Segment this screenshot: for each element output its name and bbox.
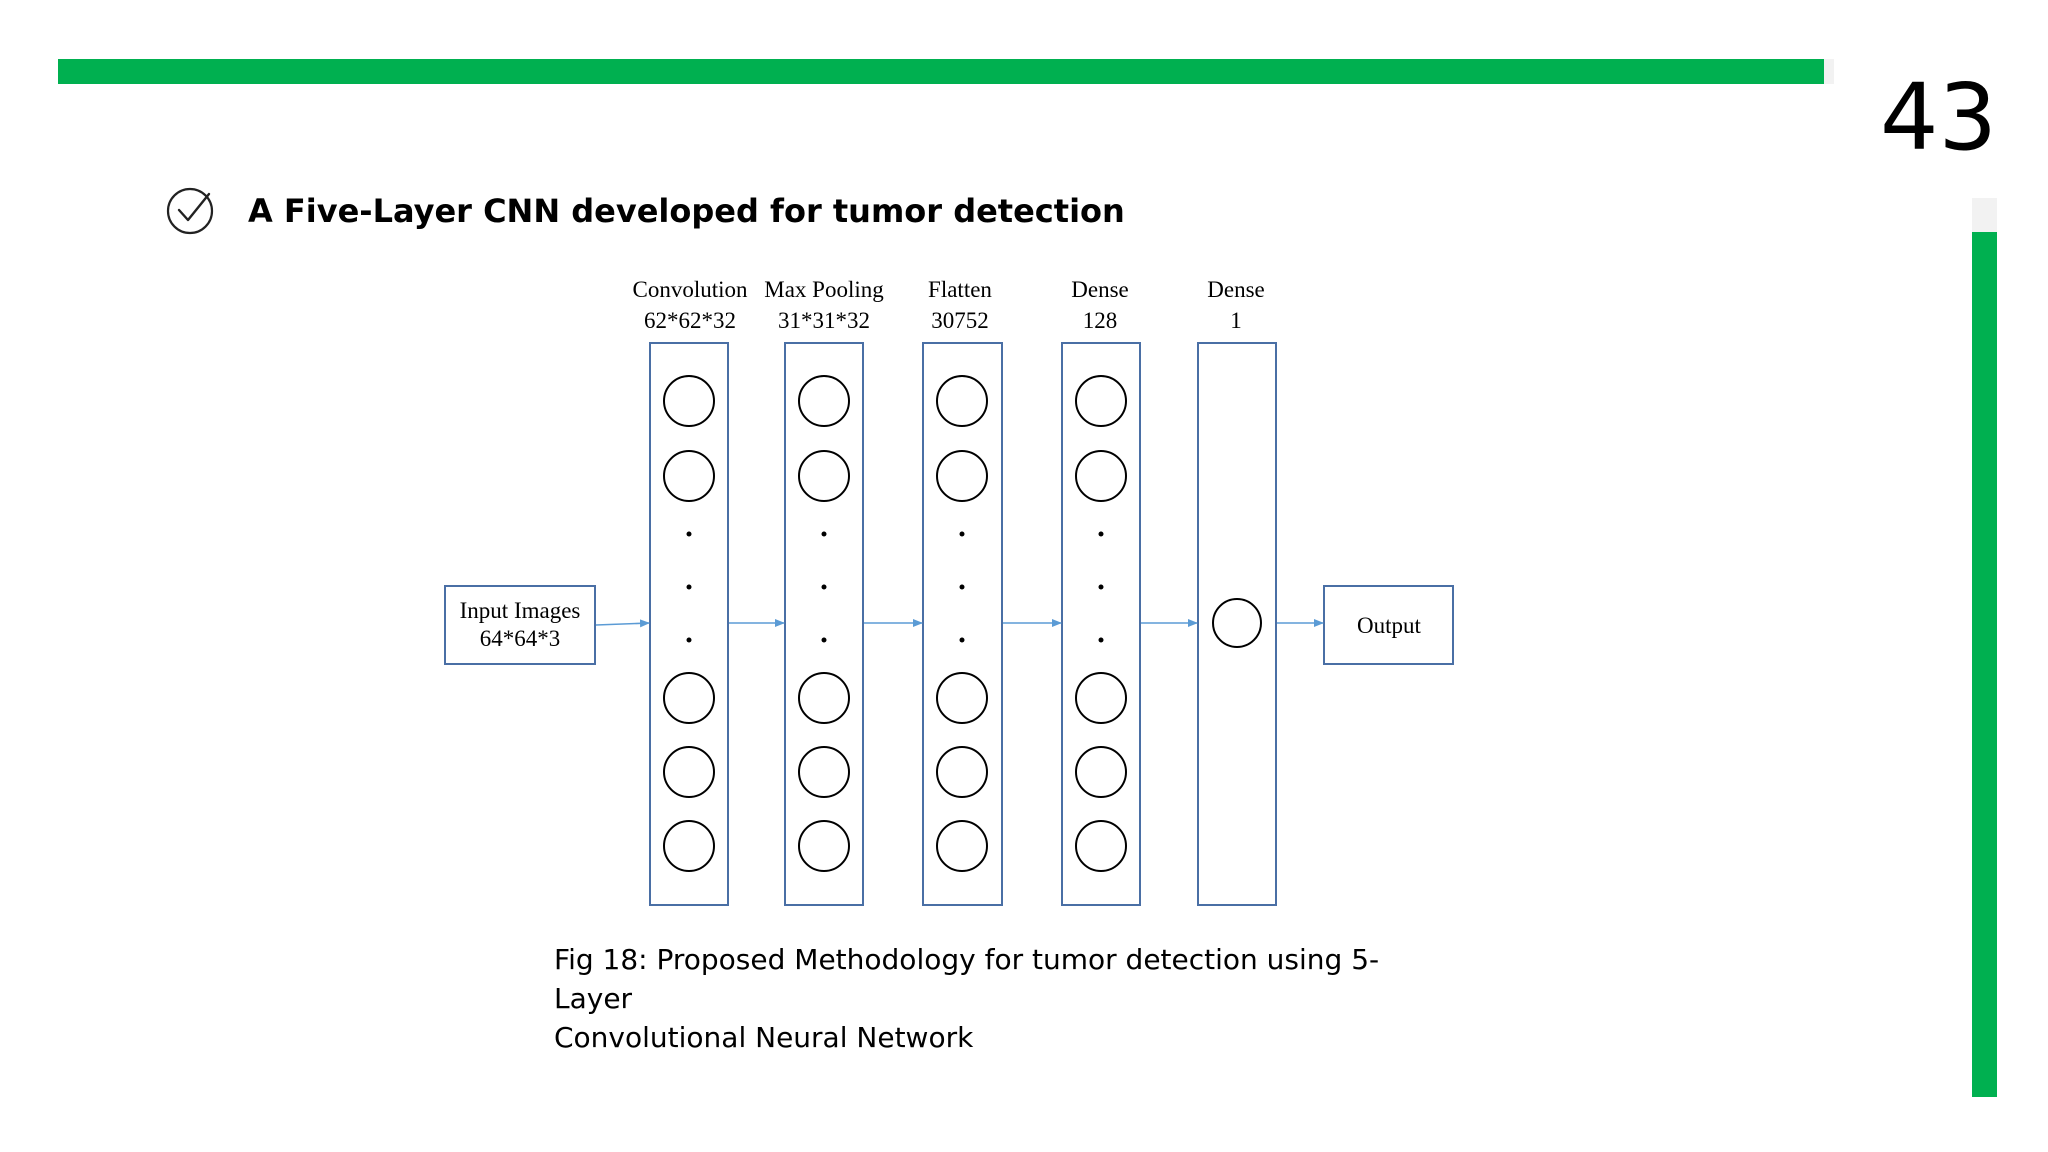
side-accent-bar	[1972, 232, 1997, 1097]
layer-4-size: 128	[1083, 308, 1118, 333]
ellipsis-dot	[686, 637, 692, 643]
arrow-input-to-conv	[595, 619, 650, 628]
page-number: 43	[1880, 64, 1998, 171]
output-label: Output	[1357, 613, 1422, 638]
ellipsis-dot	[821, 637, 827, 643]
node	[663, 820, 715, 872]
ellipsis-dot	[959, 531, 965, 537]
caption-line-2: Convolutional Neural Network	[554, 1021, 974, 1054]
input-label: Input Images	[460, 598, 581, 623]
layer-4-name: Dense	[1071, 277, 1128, 302]
layer-2-name: Max Pooling	[764, 277, 884, 302]
layer-3-name: Flatten	[928, 277, 992, 302]
layer-3-size: 30752	[931, 308, 989, 333]
node	[1075, 820, 1127, 872]
ellipsis-dot	[821, 531, 827, 537]
ellipsis-dot	[686, 531, 692, 537]
node	[936, 450, 988, 502]
node	[936, 746, 988, 798]
layer-1-name: Convolution	[632, 277, 748, 302]
node	[798, 820, 850, 872]
node	[936, 375, 988, 427]
node	[663, 746, 715, 798]
heading-row: A Five-Layer CNN developed for tumor det…	[165, 186, 1125, 236]
node	[663, 672, 715, 724]
ellipsis-dot	[959, 584, 965, 590]
layer-5-size: 1	[1230, 308, 1242, 333]
layer-2-size: 31*31*32	[778, 308, 870, 333]
node	[798, 450, 850, 502]
layer-4-nodes	[1075, 375, 1127, 872]
top-accent-bar-cap	[1824, 59, 1834, 84]
output-box	[1323, 585, 1454, 665]
ellipsis-dot	[1098, 637, 1104, 643]
ellipsis-dot	[821, 584, 827, 590]
node	[1075, 375, 1127, 427]
slide-heading: A Five-Layer CNN developed for tumor det…	[248, 192, 1125, 230]
layer-3-nodes	[936, 375, 988, 872]
layer-2-nodes	[798, 375, 850, 872]
layer-5-column	[1197, 342, 1277, 906]
node	[798, 672, 850, 724]
node	[1075, 450, 1127, 502]
layer-1-nodes	[663, 375, 715, 872]
input-size: 64*64*3	[480, 626, 561, 651]
layer-1-column	[649, 342, 729, 906]
ellipsis-dot	[959, 637, 965, 643]
top-accent-bar	[58, 59, 1824, 84]
node	[1075, 746, 1127, 798]
node	[936, 820, 988, 872]
node	[1075, 672, 1127, 724]
caption-line-1: Fig 18: Proposed Methodology for tumor d…	[554, 943, 1380, 1015]
input-box	[444, 585, 596, 665]
node	[663, 450, 715, 502]
layer-3-column	[922, 342, 1003, 906]
figure-caption: Fig 18: Proposed Methodology for tumor d…	[554, 940, 1454, 1057]
ellipsis-dot	[1098, 584, 1104, 590]
side-accent-bar-cap	[1972, 198, 1997, 232]
node	[663, 375, 715, 427]
ellipsis-dot	[686, 584, 692, 590]
ellipsis-dot	[1098, 531, 1104, 537]
node	[798, 746, 850, 798]
layer-4-column	[1061, 342, 1141, 906]
check-circle-icon	[166, 187, 214, 235]
node	[936, 672, 988, 724]
layer-2-column	[784, 342, 864, 906]
output-node	[1212, 598, 1262, 648]
layer-5-name: Dense	[1207, 277, 1264, 302]
node	[798, 375, 850, 427]
layer-1-size: 62*62*32	[644, 308, 736, 333]
